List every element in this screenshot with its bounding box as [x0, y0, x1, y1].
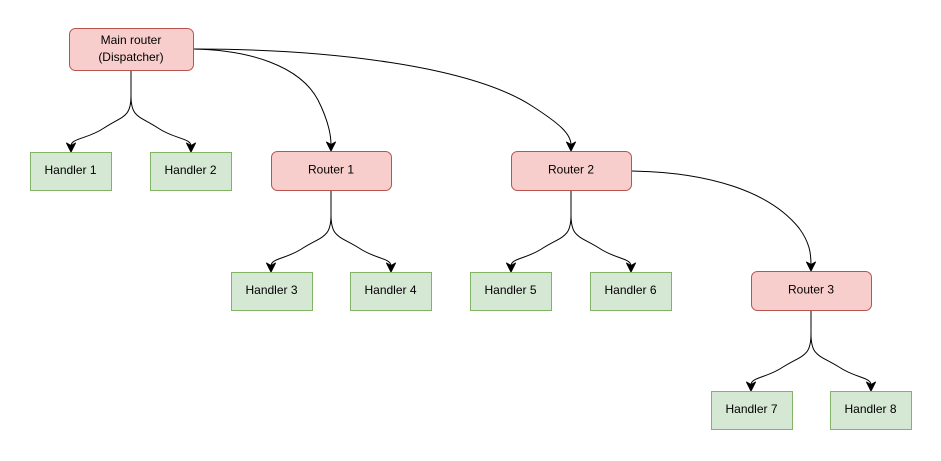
nodes-layer: Main router (Dispatcher) Handler 1 Handler … — [30, 28, 912, 430]
handler-box[interactable] — [711, 391, 793, 430]
arrow-head-icon — [626, 262, 636, 273]
arrow-head-icon — [266, 262, 276, 273]
edge-router-3-to-handler-8 — [810, 309, 876, 392]
edge-router-1-to-handler-4 — [330, 189, 396, 273]
edge-line — [630, 170, 812, 266]
router-box[interactable] — [751, 271, 872, 311]
node-handler-3[interactable]: Handler 3 — [231, 272, 313, 311]
router-box[interactable] — [271, 151, 392, 191]
node-router-2[interactable]: Router 2 — [511, 151, 632, 191]
arrow-head-icon — [386, 262, 396, 273]
edges-layer — [66, 48, 876, 392]
edge-router-2-to-handler-5 — [506, 189, 572, 273]
node-router-1[interactable]: Router 1 — [271, 151, 392, 191]
node-main-router[interactable]: Main router (Dispatcher) — [69, 28, 194, 71]
node-handler-4[interactable]: Handler 4 — [350, 272, 432, 311]
edge-line — [270, 189, 332, 267]
handler-box[interactable] — [30, 152, 112, 191]
node-handler-2[interactable]: Handler 2 — [150, 152, 232, 191]
edge-router-3-to-handler-7 — [746, 309, 812, 392]
edge-line — [750, 309, 812, 386]
edge-line — [192, 48, 332, 146]
node-label-line1: Handler 5 — [484, 283, 536, 297]
arrow-head-icon — [866, 381, 876, 392]
node-label-line1: Handler 4 — [364, 283, 416, 297]
node-label-line1: Handler 2 — [164, 163, 216, 177]
node-label-line1: Router 3 — [788, 283, 834, 297]
edge-line — [192, 48, 572, 146]
node-label-line1: Handler 3 — [245, 283, 297, 297]
edge-main-to-handler-1 — [66, 69, 132, 153]
arrow-head-icon — [66, 142, 76, 153]
node-label-line1: Router 1 — [308, 163, 354, 177]
handler-box[interactable] — [590, 272, 672, 311]
edge-router-2-to-handler-6 — [570, 189, 636, 273]
edge-router-2-to-router-3 — [630, 170, 816, 272]
edge-main-to-router-2 — [192, 48, 576, 152]
node-handler-8[interactable]: Handler 8 — [830, 391, 912, 430]
edge-line — [330, 189, 392, 267]
edge-line — [510, 189, 572, 267]
handler-box[interactable] — [470, 272, 552, 311]
arrow-head-icon — [186, 142, 196, 153]
edge-main-to-router-1 — [192, 48, 336, 152]
edge-line — [810, 309, 872, 386]
arrow-head-icon — [746, 381, 756, 392]
arrow-head-icon — [506, 262, 516, 273]
node-handler-6[interactable]: Handler 6 — [590, 272, 672, 311]
node-router-3[interactable]: Router 3 — [751, 271, 872, 311]
edge-line — [130, 69, 192, 147]
router-box[interactable] — [69, 28, 194, 71]
node-label-line1: Handler 1 — [44, 163, 96, 177]
node-handler-5[interactable]: Handler 5 — [470, 272, 552, 311]
node-handler-1[interactable]: Handler 1 — [30, 152, 112, 191]
arrow-head-icon — [806, 261, 816, 272]
edge-line — [570, 189, 632, 267]
edge-line — [70, 69, 132, 147]
arrow-head-icon — [326, 141, 336, 152]
handler-box[interactable] — [350, 272, 432, 311]
handler-box[interactable] — [830, 391, 912, 430]
node-label-line1: Handler 8 — [844, 402, 896, 416]
edge-router-1-to-handler-3 — [266, 189, 332, 273]
node-label-line1: Handler 7 — [725, 402, 777, 416]
handler-box[interactable] — [150, 152, 232, 191]
node-label-line1: Handler 6 — [604, 283, 656, 297]
edge-main-to-handler-2 — [130, 69, 196, 153]
handler-box[interactable] — [231, 272, 313, 311]
router-box[interactable] — [511, 151, 632, 191]
node-label-line2: (Dispatcher) — [98, 50, 163, 64]
node-handler-7[interactable]: Handler 7 — [711, 391, 793, 430]
arrow-head-icon — [566, 141, 576, 152]
node-label-line1: Router 2 — [548, 163, 594, 177]
node-label-line1: Main router — [101, 33, 162, 47]
